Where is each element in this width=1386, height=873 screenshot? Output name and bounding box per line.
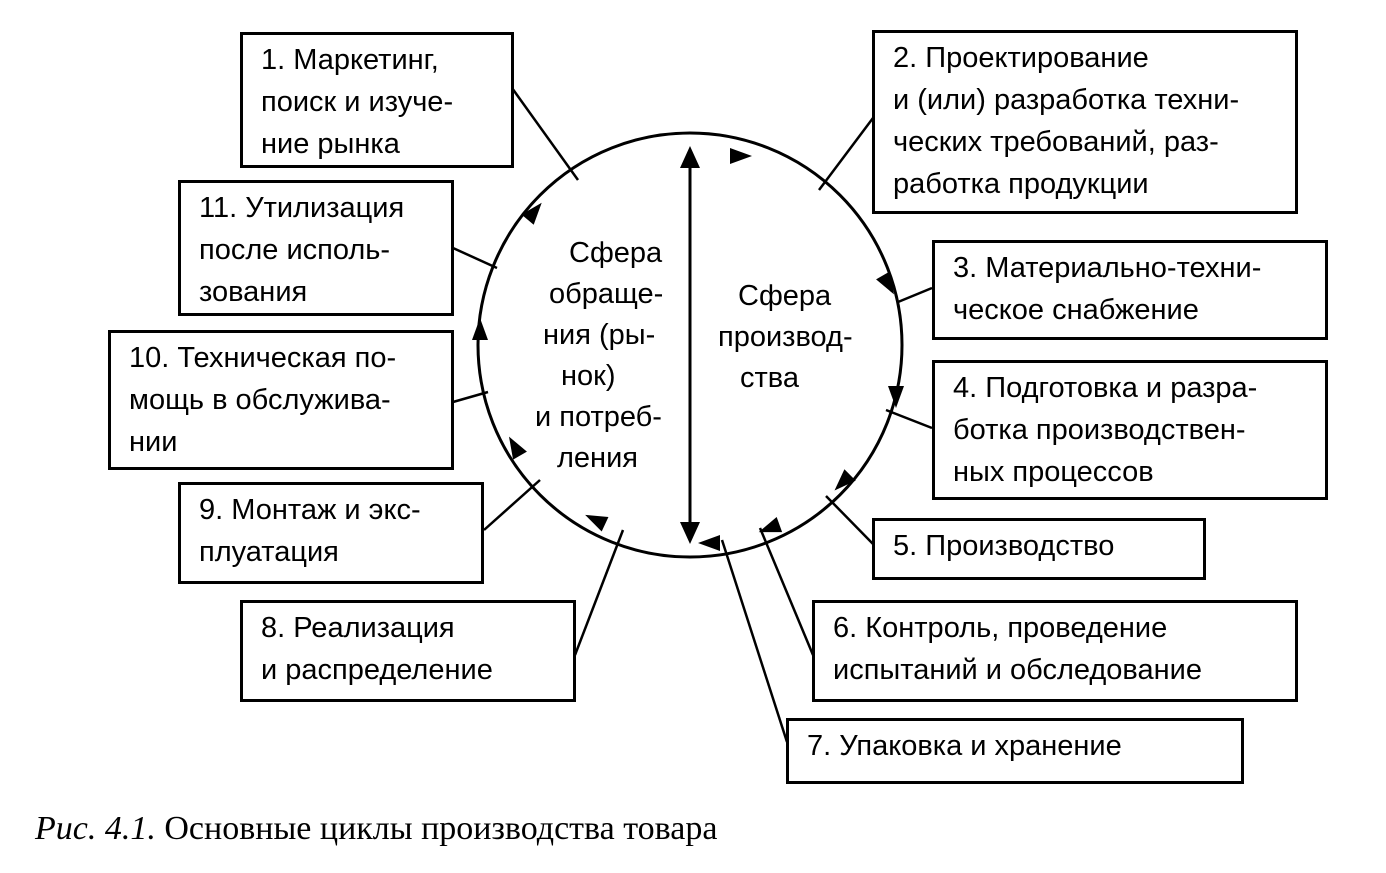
- stage-box-10: 10. Техническая по- мощь в обслужива- ни…: [108, 330, 454, 470]
- cycle-arrow: [876, 271, 894, 295]
- stage-text: 4. Подготовка и разра-: [953, 372, 1258, 404]
- sphere-text: Сфера: [569, 237, 663, 269]
- stage-text: ческое снабжение: [953, 294, 1199, 326]
- sphere-text: и потреб-: [535, 401, 662, 433]
- stage-text: плуатация: [199, 536, 339, 568]
- stage-text: 2. Проектирование: [893, 42, 1149, 74]
- stage-text: 5. Производство: [893, 530, 1115, 562]
- stage-text: ных процессов: [953, 456, 1154, 488]
- stage-text: 1. Маркетинг,: [261, 44, 439, 76]
- divider-arrow-bottom: [680, 522, 700, 544]
- connector-8: [573, 529, 625, 656]
- stage-text: и (или) разработка техни-: [893, 84, 1240, 116]
- sphere-text: нок): [561, 360, 616, 392]
- connector-6: [758, 527, 815, 656]
- sphere-text: ния (ры-: [543, 319, 656, 351]
- cycle-arrow: [888, 386, 904, 408]
- sphere-text: производ-: [718, 321, 853, 353]
- stage-text: 6. Контроль, проведение: [833, 612, 1168, 644]
- stage-text: 3. Материально-техни-: [953, 252, 1262, 284]
- sphere-text: обраще-: [549, 278, 664, 310]
- stage-box-2: 2. Проектирование и (или) разработка тех…: [872, 30, 1298, 214]
- stage-box-11: 11. Утилизация после исполь- зования: [178, 180, 454, 316]
- cycle-arrow: [834, 469, 856, 491]
- stage-text: работка продукции: [893, 168, 1149, 200]
- divider-arrow-top: [680, 146, 700, 168]
- cycle-arrow: [521, 202, 542, 225]
- sphere-circulation-label: Сфера обраще- ния (ры- нок) и потреб- ле…: [535, 233, 685, 479]
- stage-box-9: 9. Монтаж и экс- плуатация: [178, 482, 484, 584]
- connector-9: [483, 479, 541, 531]
- stage-text: ческих требований, раз-: [893, 126, 1219, 158]
- cycle-arrow: [585, 514, 609, 532]
- stage-text: после исполь-: [199, 234, 391, 266]
- stage-box-1: 1. Маркетинг, поиск и изуче- ние рынка: [240, 32, 514, 168]
- stage-text: и распределение: [261, 654, 493, 686]
- sphere-text: Сфера: [738, 280, 832, 312]
- connector-1: [510, 87, 580, 181]
- stage-text: поиск и изуче-: [261, 86, 454, 118]
- stage-text: 8. Реализация: [261, 612, 455, 644]
- stage-box-4: 4. Подготовка и разра- ботка производств…: [932, 360, 1328, 500]
- sphere-text: ства: [740, 362, 799, 394]
- connector-3: [897, 286, 933, 304]
- cycle-circle: [476, 131, 904, 559]
- connector-11: [452, 246, 498, 270]
- connector-5: [825, 495, 875, 546]
- stage-box-8: 8. Реализация и распределение: [240, 600, 576, 702]
- stage-text: ботка производствен-: [953, 414, 1246, 446]
- stage-text: испытаний и обследование: [833, 654, 1202, 686]
- stage-text: мощь в обслужива-: [129, 384, 391, 416]
- cycle-arrow: [472, 318, 488, 340]
- stage-text: 7. Упаковка и хранение: [807, 730, 1122, 762]
- stage-box-5: 5. Производство: [872, 518, 1206, 580]
- stage-text: ние рынка: [261, 128, 400, 160]
- stage-box-7: 7. Упаковка и хранение: [786, 718, 1244, 784]
- sphere-text: ления: [557, 442, 638, 474]
- cycle-arrow: [509, 436, 527, 460]
- connector-2: [818, 117, 874, 191]
- cycle-arrow: [758, 517, 783, 533]
- stage-text: 10. Техническая по-: [129, 342, 397, 374]
- stage-text: нии: [129, 426, 178, 458]
- connector-10: [452, 390, 489, 404]
- stage-text: 9. Монтаж и экс-: [199, 494, 421, 526]
- figure-caption: Рис. 4.1. Основные циклы производства то…: [35, 810, 717, 848]
- figure-title: Основные циклы производства товара: [164, 810, 718, 847]
- stage-text: зования: [199, 276, 308, 308]
- sphere-production-label: Сфера производ- ства: [718, 276, 878, 399]
- connector-7: [720, 539, 789, 743]
- stage-text: 11. Утилизация: [199, 192, 405, 224]
- stage-box-6: 6. Контроль, проведение испытаний и обсл…: [812, 600, 1298, 702]
- cycle-arrow: [730, 148, 752, 164]
- figure-number: Рис. 4.1.: [35, 810, 156, 847]
- connector-4: [885, 408, 933, 430]
- stage-box-3: 3. Материально-техни- ческое снабжение: [932, 240, 1328, 340]
- cycle-arrow: [698, 535, 720, 551]
